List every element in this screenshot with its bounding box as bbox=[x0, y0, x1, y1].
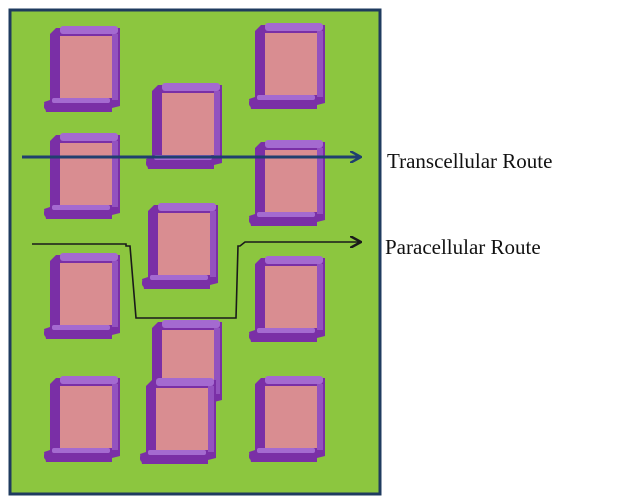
cell bbox=[44, 253, 120, 339]
cell bbox=[142, 203, 218, 289]
cell bbox=[249, 140, 325, 226]
paracellular-route-label: Paracellular Route bbox=[385, 235, 541, 259]
cell-layer bbox=[44, 23, 325, 464]
paracellular-arrow bbox=[32, 242, 360, 319]
cell bbox=[44, 26, 120, 112]
cell bbox=[146, 83, 222, 169]
cell bbox=[249, 256, 325, 342]
cell bbox=[44, 133, 120, 219]
cell bbox=[249, 23, 325, 109]
cell bbox=[249, 376, 325, 462]
cell bbox=[140, 378, 216, 464]
transcellular-route-label: Transcellular Route bbox=[387, 149, 553, 173]
cell bbox=[44, 376, 120, 462]
